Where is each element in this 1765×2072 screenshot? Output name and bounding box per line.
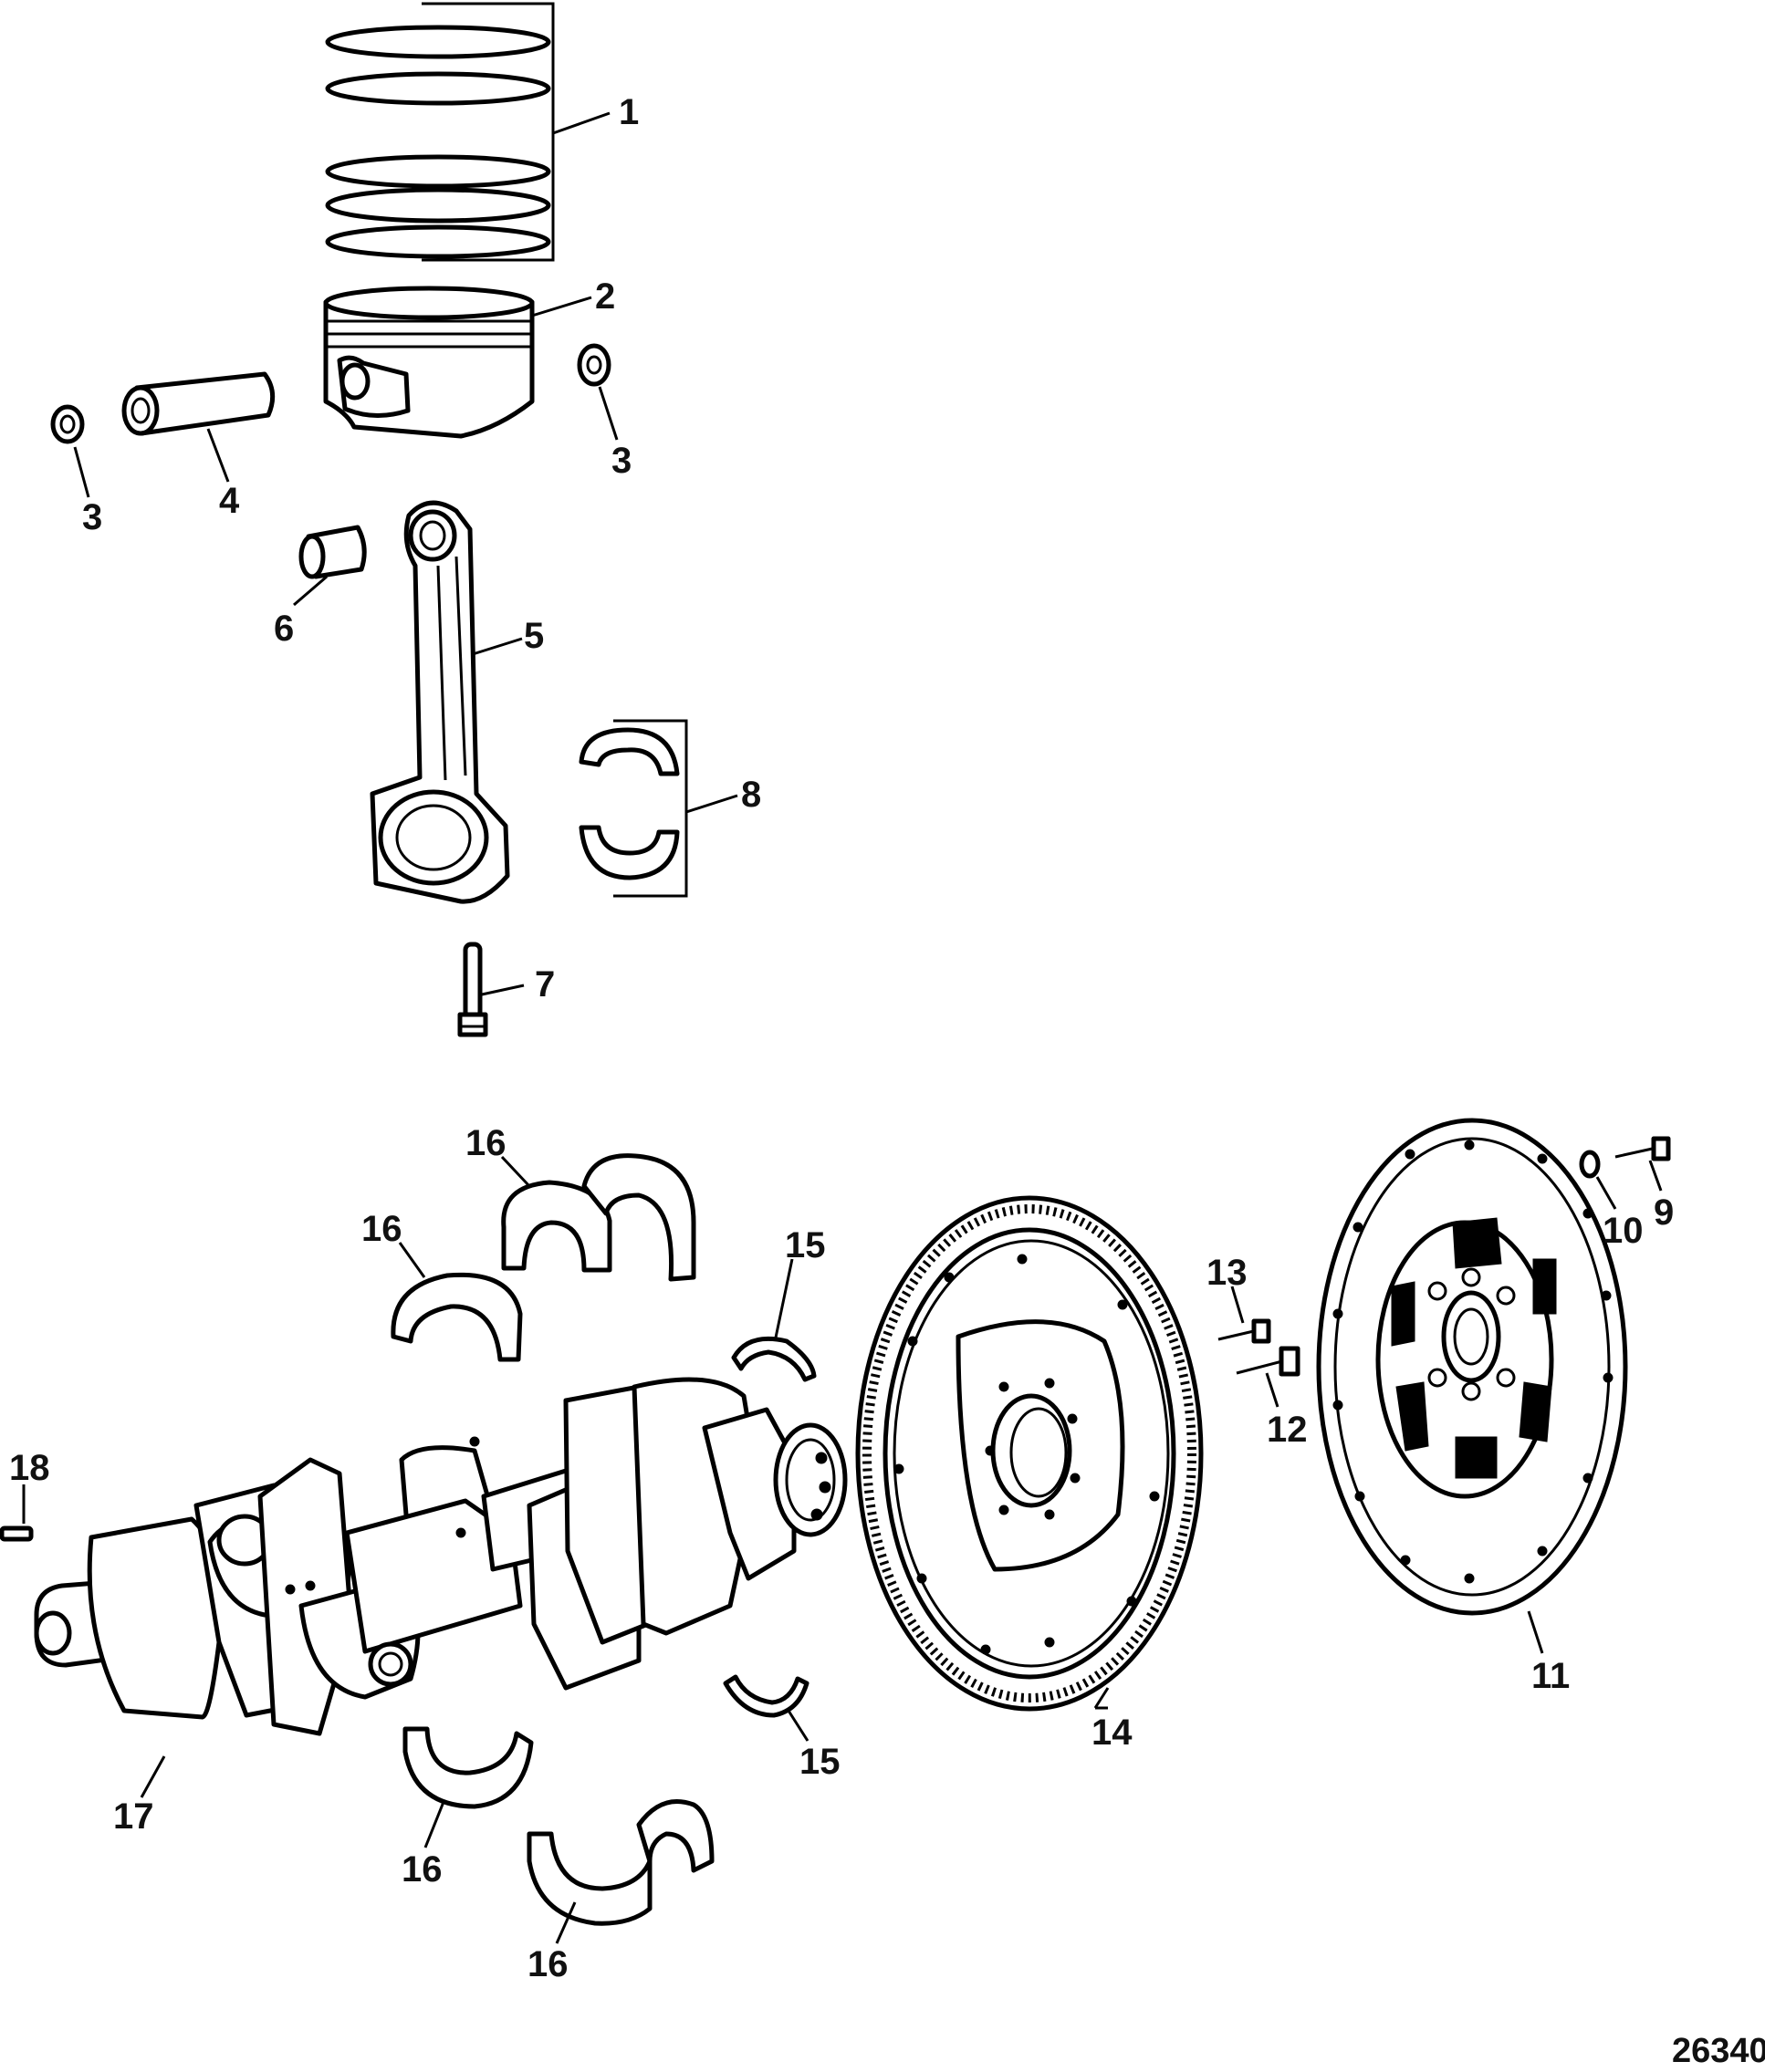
leader-8 xyxy=(685,794,738,814)
rod-bearing-lower xyxy=(579,825,680,880)
callout-16-bottom: 16 xyxy=(527,1944,569,1984)
leader-14 xyxy=(1093,1687,1110,1709)
leader-16c xyxy=(423,1801,445,1848)
connecting-rod xyxy=(370,500,510,904)
callout-13: 13 xyxy=(1206,1253,1248,1293)
main-bearing-lower-b xyxy=(527,1799,715,1926)
drive-plate-damper xyxy=(1316,1118,1628,1616)
crankshaft xyxy=(34,1377,848,1736)
flywheel-bolt-small xyxy=(1217,1318,1271,1344)
damper-bolt xyxy=(1614,1136,1671,1161)
main-bearing-upper-c xyxy=(391,1272,523,1362)
callout-8: 8 xyxy=(741,775,761,815)
main-bearing-upper-a xyxy=(501,1180,612,1273)
washer xyxy=(1579,1150,1601,1179)
leader-3a xyxy=(73,446,90,498)
leader-11 xyxy=(1527,1610,1544,1654)
callout-4: 4 xyxy=(219,481,240,521)
piston xyxy=(323,286,535,439)
rod-bolt xyxy=(457,942,488,1037)
thrust-washer-lower xyxy=(723,1674,809,1718)
piston-pin xyxy=(121,371,276,436)
callout-1: 1 xyxy=(619,92,639,132)
callout-14: 14 xyxy=(1091,1713,1133,1753)
leader-3b xyxy=(598,386,619,441)
main-bearing-lower-a xyxy=(402,1726,534,1809)
callout-12: 12 xyxy=(1267,1410,1308,1450)
callout-3-right: 3 xyxy=(611,441,632,481)
callout-17: 17 xyxy=(113,1796,154,1837)
rod-bearing-bracket xyxy=(613,719,688,898)
callout-2: 2 xyxy=(595,276,615,317)
leader-6 xyxy=(293,575,328,607)
leader-5 xyxy=(472,637,523,656)
callout-16-left: 16 xyxy=(361,1209,402,1249)
leader-16b xyxy=(398,1242,426,1278)
callout-16-lower-left: 16 xyxy=(402,1849,443,1890)
leader-1 xyxy=(552,111,611,135)
callout-7: 7 xyxy=(535,964,555,1005)
callout-16-top: 16 xyxy=(465,1123,507,1163)
leader-16a xyxy=(500,1155,531,1188)
callout-5: 5 xyxy=(524,616,544,656)
leader-2 xyxy=(531,296,592,318)
callout-10: 10 xyxy=(1603,1211,1644,1251)
main-bearing-upper-b xyxy=(581,1153,696,1282)
leader-15b xyxy=(787,1710,809,1742)
piston-pin-retainer-left xyxy=(50,404,85,444)
thrust-washer-upper xyxy=(731,1336,817,1382)
reference-number: 26340 xyxy=(1672,2032,1765,2070)
callout-9: 9 xyxy=(1654,1192,1674,1233)
callout-18: 18 xyxy=(9,1448,50,1488)
callout-15-lower: 15 xyxy=(799,1742,841,1782)
leader-12 xyxy=(1265,1372,1279,1408)
callout-11: 11 xyxy=(1531,1656,1570,1696)
flywheel xyxy=(855,1195,1204,1712)
crankshaft-pin xyxy=(0,1525,34,1542)
leader-16d xyxy=(555,1901,577,1944)
leader-7 xyxy=(481,984,525,996)
callout-6: 6 xyxy=(274,609,294,649)
leader-15a xyxy=(774,1258,794,1338)
rod-bushing xyxy=(298,525,367,579)
leader-9 xyxy=(1648,1160,1663,1192)
leader-17 xyxy=(140,1755,166,1798)
callout-3-left: 3 xyxy=(82,497,102,537)
rod-bearing-upper xyxy=(579,727,680,776)
leader-10 xyxy=(1595,1176,1617,1210)
leader-4 xyxy=(206,428,230,483)
flywheel-bolt-large xyxy=(1236,1346,1300,1377)
callout-15-upper: 15 xyxy=(785,1225,826,1265)
leader-13 xyxy=(1230,1286,1245,1324)
piston-pin-retainer-right xyxy=(577,343,611,387)
piston-ring-set xyxy=(325,25,551,259)
